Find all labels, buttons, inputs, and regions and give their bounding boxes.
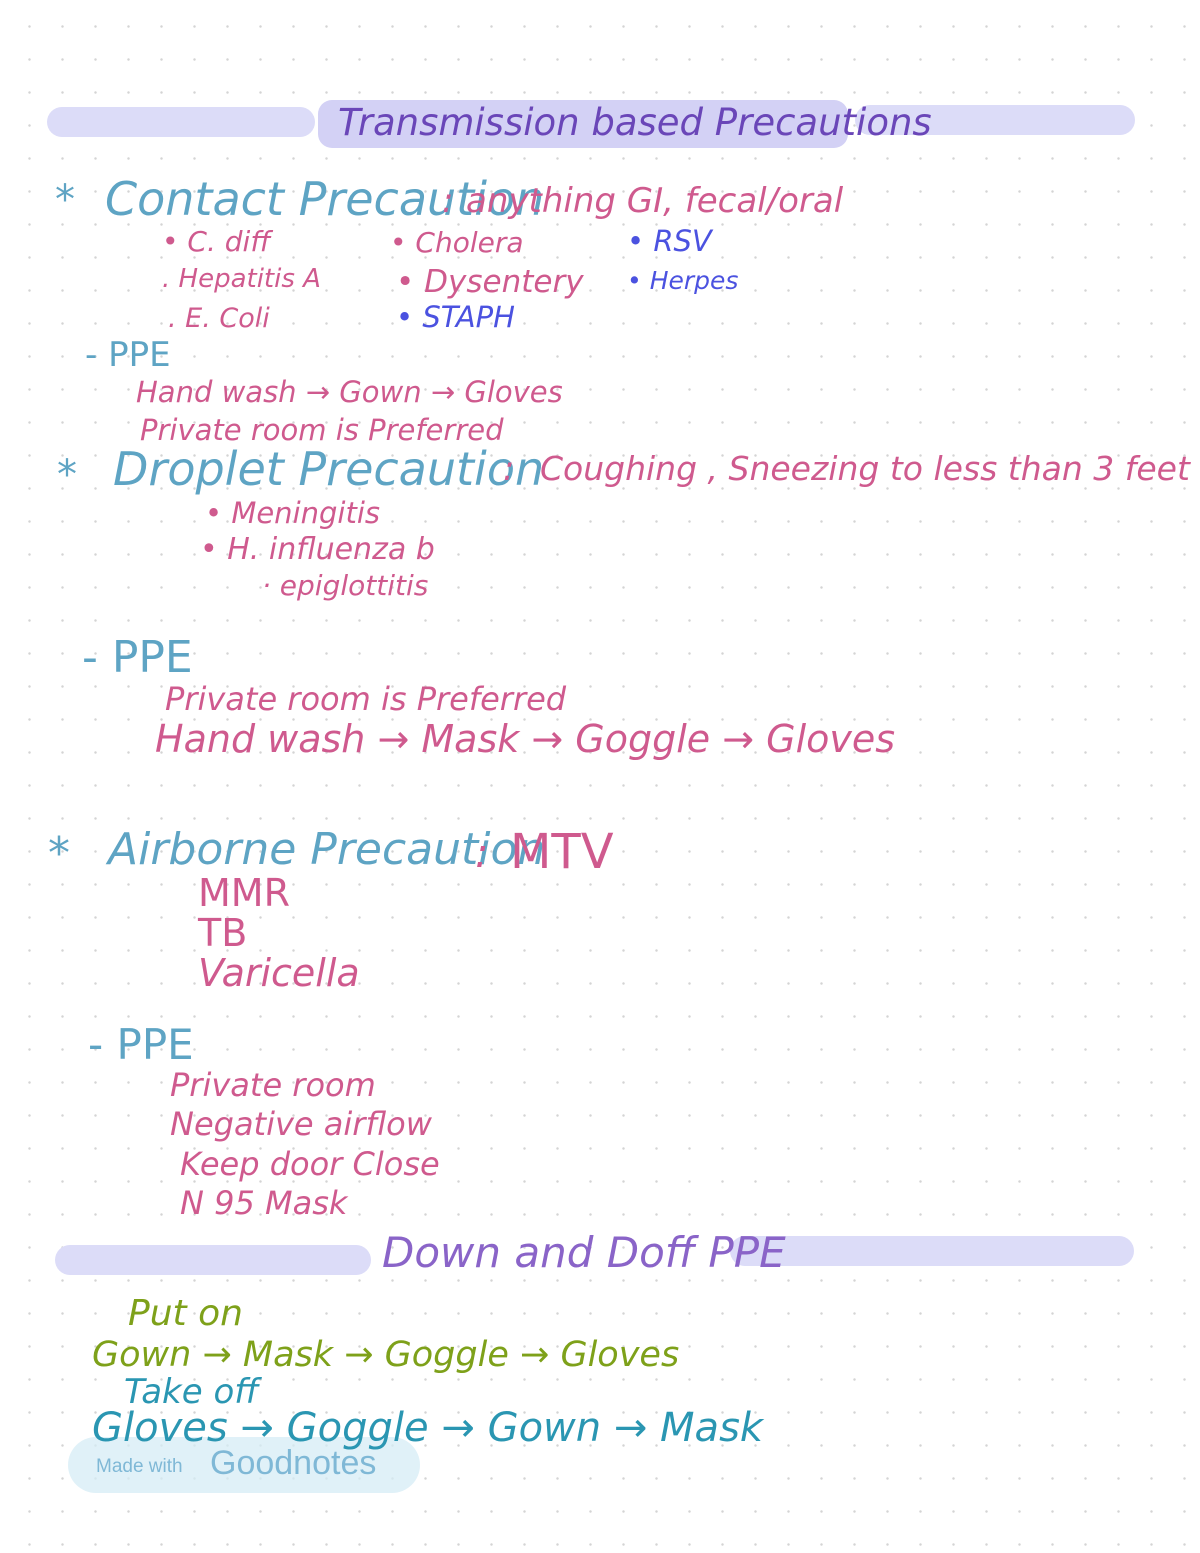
airborne-ppe-n95-mask: N 95 Mask	[180, 1184, 348, 1222]
contact-heading: Contact Precaution	[105, 172, 545, 226]
contact-private-room: Private room is Preferred	[140, 413, 504, 447]
airborne-disease-mmr: MMR	[198, 871, 290, 915]
droplet-heading: Droplet Precaution	[113, 442, 545, 496]
watermark-pill	[68, 1437, 420, 1493]
contact-disease-e-coli: . E. Coli	[168, 303, 270, 334]
contact-ppe-sequence: Hand wash → Gown → Gloves	[136, 375, 563, 409]
droplet-colon: :	[503, 449, 515, 489]
droplet-disease-epiglottitis: · epiglottitis	[262, 569, 429, 602]
droplet-disease-h-influenza-b: • H. influenza b	[200, 532, 435, 567]
contact-disease-c-diff: • C. diff	[162, 225, 271, 258]
watermark-prefix: Made with	[96, 1456, 183, 1477]
contact-disease-hepatitis-a: . Hepatitis A	[162, 264, 321, 294]
take-off-label: Take off	[124, 1372, 259, 1412]
airborne-star: *	[48, 828, 70, 879]
droplet-disease-meningitis: • Meningitis	[205, 496, 381, 530]
watermark-brand: Goodnotes	[210, 1444, 377, 1482]
title-left-bar	[47, 107, 315, 137]
take-off-sequence: Gloves → Goggle → Gown → Mask	[92, 1405, 764, 1451]
title-highlight	[318, 100, 848, 148]
contact-description: anything GI, fecal/oral	[466, 181, 844, 221]
droplet-description: Coughing , Sneezing to less than 3 feet	[540, 449, 1190, 488]
airborne-ppe-label: - PPE	[88, 1020, 194, 1069]
contact-disease-rsv: • RSV	[627, 224, 712, 258]
airborne-ppe-negative-airflow: Negative airflow	[170, 1105, 432, 1143]
airborne-colon: :	[475, 831, 489, 877]
contact-disease-dysentery: • Dysentery	[396, 264, 584, 300]
airborne-disease-varicella: Varicella	[198, 951, 360, 995]
put-on-label: Put on	[128, 1293, 243, 1334]
contact-disease-staph: • STAPH	[396, 300, 515, 334]
contact-colon: :	[442, 181, 454, 221]
page-title: Transmission based Precautions	[338, 101, 932, 144]
put-on-sequence: Gown → Mask → Goggle → Gloves	[92, 1335, 680, 1375]
airborne-heading: Airborne Precaution	[108, 824, 546, 875]
droplet-star: *	[57, 452, 77, 498]
airborne-ppe-private-room: Private room	[170, 1066, 376, 1104]
donning-right-bar	[730, 1236, 1134, 1266]
donning-left-bar	[55, 1245, 371, 1275]
droplet-ppe-label: - PPE	[82, 632, 193, 683]
contact-star: *	[55, 177, 75, 223]
airborne-ppe-keep-door-close: Keep door Close	[180, 1145, 440, 1183]
title-right-bar	[855, 105, 1135, 135]
contact-disease-cholera: • Cholera	[390, 226, 524, 259]
contact-disease-herpes: • Herpes	[627, 266, 739, 295]
airborne-acronym: MTV	[510, 824, 614, 880]
donning-title: Down and Doff PPE	[382, 1228, 786, 1277]
droplet-private-room: Private room is Preferred	[165, 680, 567, 718]
droplet-ppe-sequence: Hand wash → Mask → Goggle → Gloves	[155, 717, 896, 761]
contact-ppe-label: - PPE	[85, 335, 171, 375]
airborne-disease-tb: TB	[198, 911, 248, 955]
